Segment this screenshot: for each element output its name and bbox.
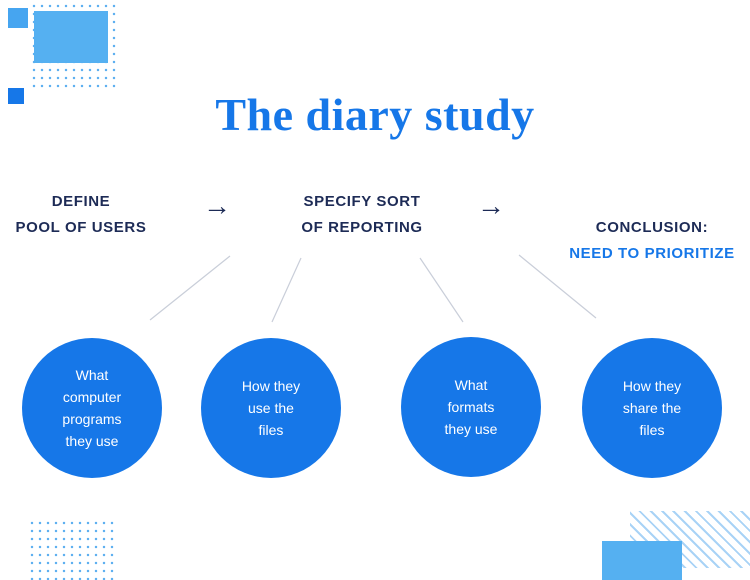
right-arrow-icon: → [203,190,231,221]
circle-label: How they use the files [241,378,301,438]
connector-line-3 [419,257,464,323]
circle-label: What formats they use [444,377,498,437]
page-title: The diary study [215,89,535,140]
circle-how-they-use-files: How they use the files [201,338,341,478]
blue-square-small-left [8,88,24,104]
step-specify-sort-of-reporting: SPECIFY SORT OF REPORTING [301,193,423,236]
circle-how-they-share-files: How they share the files [582,338,722,478]
circle-label: What computer programs they use [62,367,122,449]
right-arrow-icon: → [477,190,505,221]
blue-square-top-left-corner [8,8,28,28]
dots-pattern-bottom-left [28,519,116,580]
blue-square-bottom-right [602,541,682,580]
step-conclusion: CONCLUSION: NEED TO PRIORITIZE [552,189,750,293]
circle-label: How they share the files [622,378,682,438]
circle-what-computer-programs: What computer programs they use [22,338,162,478]
step-define-pool-of-users: DEFINE POOL OF USERS [15,193,147,236]
connector-line-1 [149,255,231,321]
conclusion-highlight: NEED TO PRIORITIZE [569,245,735,262]
circle-what-formats: What formats they use [401,337,541,477]
conclusion-label: CONCLUSION: [595,219,709,236]
blue-square-top-left [34,11,108,63]
connector-line-2 [271,257,302,323]
